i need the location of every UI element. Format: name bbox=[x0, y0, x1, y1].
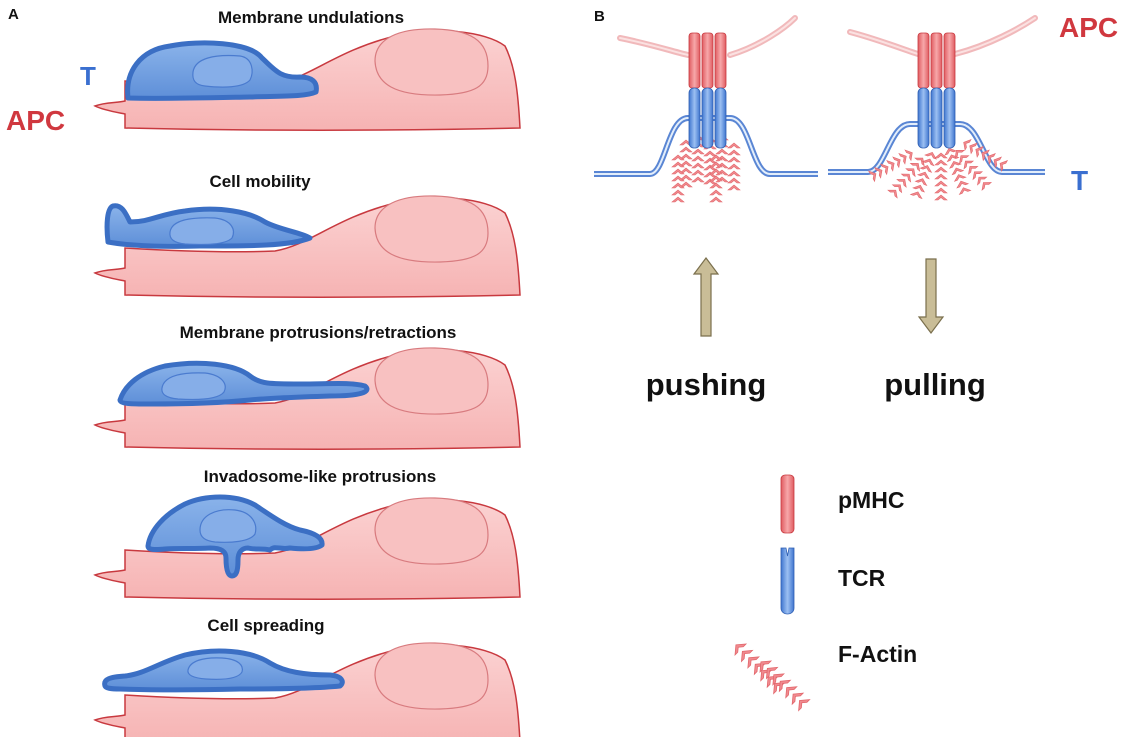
t-cell-nucleus bbox=[192, 54, 253, 88]
pmhc-icon bbox=[780, 474, 795, 534]
t-cell-nucleus bbox=[169, 217, 235, 246]
legend-label: TCR bbox=[838, 565, 886, 591]
row-title: Cell spreading bbox=[207, 616, 324, 635]
t-cell-nucleus bbox=[199, 509, 257, 543]
apc-membrane bbox=[847, 15, 1038, 57]
row-invadosome-protrusions: Invadosome-like protrusions bbox=[94, 467, 521, 600]
legend-label: F-Actin bbox=[838, 641, 917, 667]
pull-arrow-down-icon bbox=[917, 258, 945, 334]
row-title: Membrane protrusions/retractions bbox=[180, 323, 457, 342]
row-title: Invadosome-like protrusions bbox=[204, 467, 436, 486]
row-membrane-undulations: Membrane undulations T APC bbox=[6, 8, 521, 136]
t-cell-label: T bbox=[1071, 165, 1088, 196]
t-cell bbox=[117, 360, 370, 407]
row-title: Membrane undulations bbox=[218, 8, 404, 27]
pulling-label: pulling bbox=[884, 367, 986, 402]
apc-membrane-inner bbox=[619, 17, 796, 56]
apc-label: APC bbox=[1059, 12, 1118, 43]
pushing-synapse bbox=[594, 15, 818, 202]
f-actin-icon bbox=[730, 639, 809, 710]
row-membrane-protrusions: Membrane protrusions/retractions bbox=[94, 323, 521, 450]
apc-membrane-inner bbox=[849, 17, 1036, 55]
row-cell-spreading: Cell spreading bbox=[94, 616, 521, 737]
t-cell-label: T bbox=[80, 61, 96, 91]
legend-item-tcr: TCR bbox=[780, 547, 886, 615]
panel-b-letter: B bbox=[594, 8, 605, 25]
legend-label: pMHC bbox=[838, 487, 904, 513]
row-cell-mobility: Cell mobility bbox=[94, 172, 521, 298]
pmhc-tcr-complexes bbox=[917, 32, 956, 149]
pulling-synapse bbox=[828, 15, 1045, 200]
pmhc-tcr-complexes bbox=[688, 32, 727, 149]
pushing-label: pushing bbox=[646, 367, 767, 402]
legend-item-pmhc: pMHC bbox=[780, 474, 904, 534]
apc-label: APC bbox=[6, 105, 65, 136]
legend: pMHC TCR F-Actin bbox=[730, 474, 917, 711]
t-cell-nucleus bbox=[161, 372, 226, 401]
t-cell-nucleus bbox=[187, 657, 243, 680]
panel-a-letter: A bbox=[8, 6, 19, 23]
tcr-icon bbox=[780, 547, 795, 615]
legend-item-f-actin: F-Actin bbox=[730, 639, 917, 710]
push-arrow-up-icon bbox=[692, 257, 720, 337]
row-title: Cell mobility bbox=[209, 172, 311, 191]
